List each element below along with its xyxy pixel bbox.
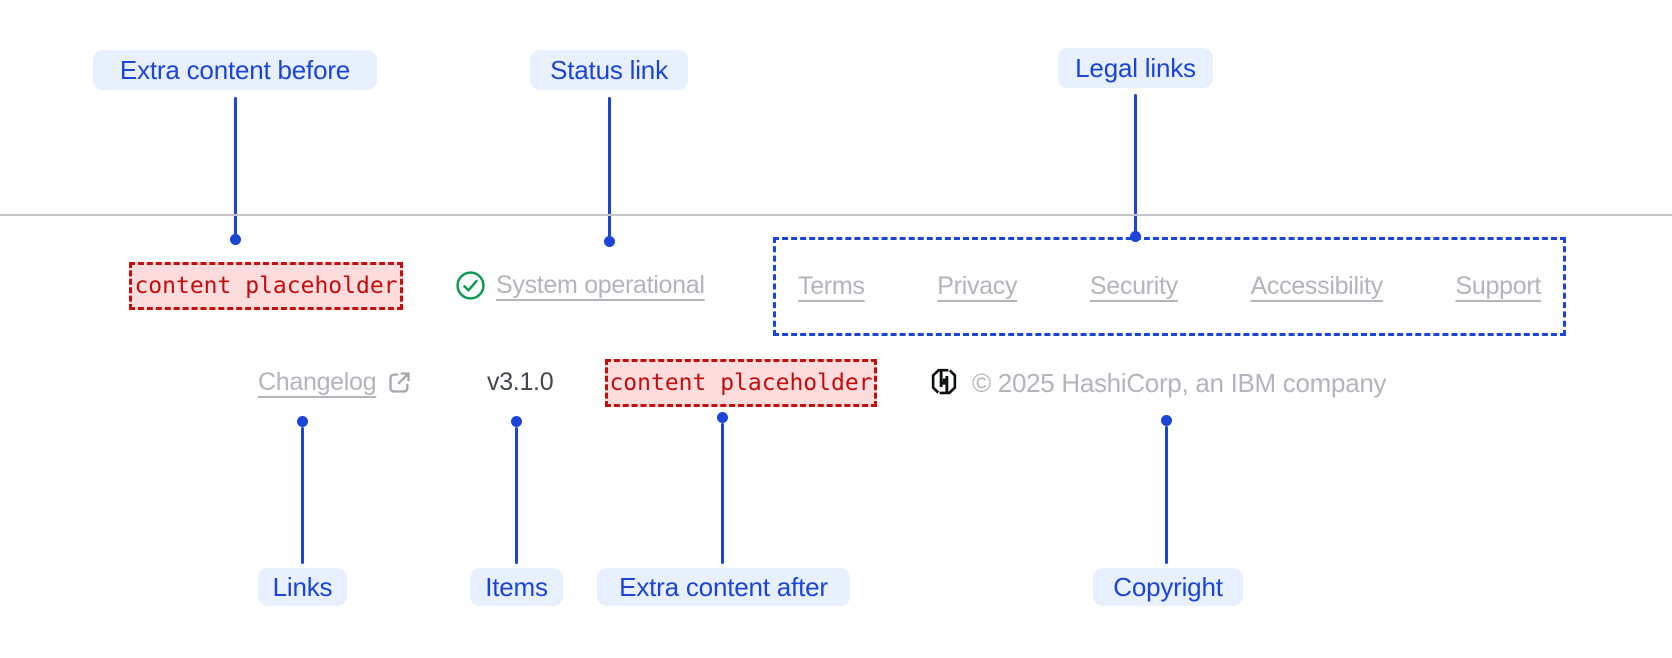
extra-content-before-placeholder: content placeholder — [129, 262, 403, 310]
connector-line-status-link — [608, 97, 611, 238]
extra-content-after-placeholder: content placeholder — [605, 359, 877, 407]
callout-status-link: Status link — [530, 50, 688, 90]
hashicorp-logo-icon — [929, 366, 959, 397]
connector-line-items — [515, 427, 518, 564]
connector-dot-extra-content-after — [717, 412, 728, 423]
external-link-icon — [386, 369, 413, 396]
connector-dot-status-link — [604, 236, 615, 247]
changelog-link-label: Changelog — [258, 367, 377, 396]
connector-line-copyright — [1165, 426, 1168, 564]
callout-links: Links — [258, 568, 347, 606]
placeholder-text: content placeholder — [609, 370, 873, 396]
connector-dot-extra-content-before — [230, 234, 241, 245]
status-link[interactable]: System operational — [455, 262, 705, 308]
legal-link-privacy[interactable]: Privacy — [937, 272, 1018, 300]
connector-line-extra-content-after — [721, 423, 724, 564]
changelog-link[interactable]: Changelog — [258, 359, 413, 405]
connector-dot-legal-links — [1130, 231, 1141, 242]
check-circle-icon — [455, 270, 486, 301]
legal-link-support[interactable]: Support — [1455, 272, 1542, 300]
placeholder-text: content placeholder — [134, 273, 398, 299]
version-item: v3.1.0 — [487, 367, 554, 396]
connector-line-legal-links — [1134, 94, 1137, 233]
connector-dot-copyright — [1161, 415, 1172, 426]
legal-link-accessibility[interactable]: Accessibility — [1250, 272, 1384, 300]
connector-line-extra-content-before — [234, 97, 237, 236]
legal-links-group: Terms Privacy Security Accessibility Sup… — [773, 237, 1566, 336]
status-link-label: System operational — [496, 270, 705, 299]
callout-legal-links: Legal links — [1058, 48, 1213, 88]
legal-link-terms[interactable]: Terms — [798, 272, 865, 300]
connector-line-links — [301, 427, 304, 564]
callout-copyright: Copyright — [1093, 568, 1243, 606]
footer-divider — [0, 214, 1672, 216]
callout-extra-content-after: Extra content after — [597, 568, 850, 606]
connector-dot-links — [297, 416, 308, 427]
callout-extra-content-before: Extra content before — [93, 50, 377, 90]
callout-items: Items — [470, 568, 563, 606]
connector-dot-items — [511, 416, 522, 427]
copyright-text: © 2025 HashiCorp, an IBM company — [972, 367, 1387, 398]
legal-link-security[interactable]: Security — [1089, 272, 1178, 300]
